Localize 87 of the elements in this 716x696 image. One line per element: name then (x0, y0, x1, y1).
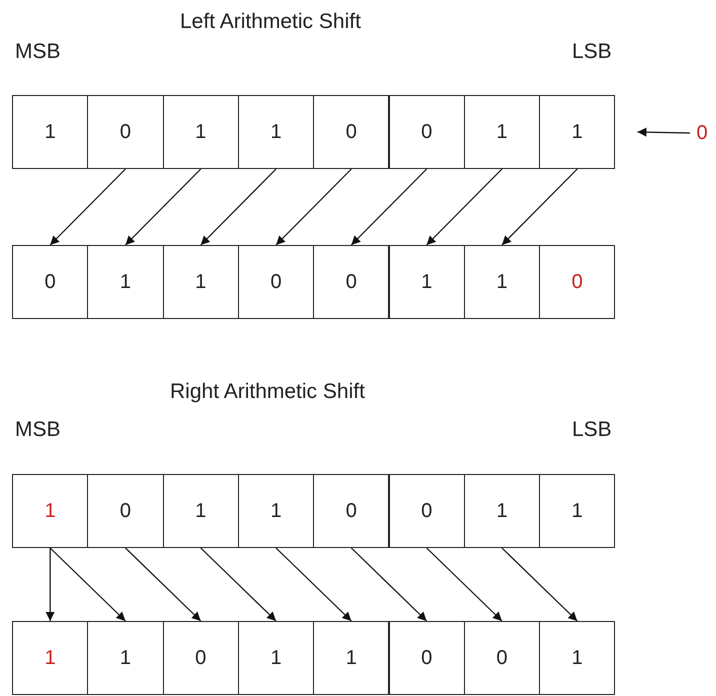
bit-value: 1 (346, 646, 357, 670)
bit-cell (464, 245, 540, 319)
bit-value: 1 (44, 120, 56, 144)
arrow (125, 168, 202, 246)
bit-value: 0 (270, 270, 282, 294)
bit-value: 1 (195, 500, 206, 522)
bit-value: 1 (496, 120, 508, 144)
bit-cell (12, 621, 88, 695)
bit-cell (162, 621, 239, 695)
bit-cell (539, 95, 616, 169)
bit-cell (87, 621, 164, 695)
arrow (502, 548, 578, 622)
bit-value: 1 (270, 646, 282, 670)
arrow (350, 168, 428, 246)
bit-value: 0 (346, 270, 357, 294)
bit-value: 1 (496, 500, 508, 522)
bit-cell (313, 621, 390, 695)
bit-cell (87, 245, 164, 319)
bit-value: 0 (421, 500, 432, 522)
bit-value: 0 (421, 120, 432, 144)
bit-cell (539, 621, 616, 695)
bit-value: 0 (120, 500, 131, 522)
bit-value: 0 (120, 120, 131, 144)
bit-cell (464, 621, 540, 695)
bit-value: 1 (44, 500, 56, 522)
bit-cell (162, 95, 239, 169)
bit-order-label: MSB (15, 40, 61, 64)
bit-cell (313, 245, 390, 319)
bit-value: 1 (572, 120, 583, 144)
arrow (50, 548, 126, 622)
bit-cell (238, 245, 314, 319)
bit-value: 0 (572, 270, 583, 294)
bit-value: 1 (270, 500, 282, 522)
bit-value: 1 (44, 646, 56, 670)
bit-cell (313, 95, 390, 169)
arrow (46, 548, 55, 621)
bit-cell (238, 95, 314, 169)
arrow (637, 128, 690, 137)
bit-cell (388, 245, 465, 319)
bit-cell (464, 474, 540, 548)
bit-value: 1 (195, 120, 206, 144)
bit-cell (539, 245, 616, 319)
bit-cell (388, 621, 465, 695)
arrow (50, 168, 126, 246)
bit-cell (87, 95, 164, 169)
bit-cell (162, 245, 239, 319)
bit-value: 1 (195, 270, 206, 294)
bit-cell (539, 474, 616, 548)
arrow (350, 548, 428, 622)
bit-value: 1 (120, 646, 131, 670)
diagram-heading: Left Arithmetic Shift (180, 10, 361, 34)
bit-value: 0 (346, 500, 357, 522)
bit-cell (87, 474, 164, 548)
arrow (276, 548, 352, 622)
bit-cell (388, 95, 465, 169)
arrow (125, 548, 202, 622)
bit-cell (12, 245, 88, 319)
arrow (426, 168, 502, 246)
arrow (200, 168, 276, 246)
bit-value: 1 (270, 120, 282, 144)
arrow (200, 548, 276, 622)
bit-cell (12, 474, 88, 548)
bit-cell (12, 95, 88, 169)
bit-value: 0 (44, 270, 56, 294)
bit-order-label: MSB (15, 418, 61, 442)
input-bit: 0 (690, 117, 714, 149)
bit-value: 1 (496, 270, 508, 294)
arrow (502, 168, 578, 246)
bit-order-label: LSB (572, 418, 612, 442)
bit-value: 1 (120, 270, 131, 294)
diagram-heading: Right Arithmetic Shift (170, 380, 365, 404)
bit-value: 1 (421, 270, 432, 294)
bit-cell (238, 621, 314, 695)
bit-cell (238, 474, 314, 548)
bit-value: 1 (572, 500, 583, 522)
bit-cell (162, 474, 239, 548)
bit-value: 0 (496, 646, 508, 670)
arrow (276, 168, 352, 246)
arrow (426, 548, 502, 622)
bit-value: 0 (421, 646, 432, 670)
bit-value: 0 (346, 120, 357, 144)
bit-cell (464, 95, 540, 169)
bit-value: 0 (195, 646, 206, 670)
bit-order-label: LSB (572, 40, 612, 64)
bit-cell (313, 474, 390, 548)
bit-value: 1 (572, 646, 583, 670)
bit-cell (388, 474, 465, 548)
